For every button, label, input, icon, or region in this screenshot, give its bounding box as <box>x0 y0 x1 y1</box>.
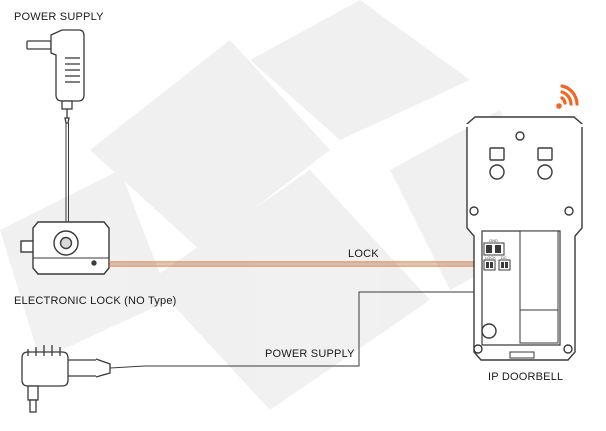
terminal-label-gnd: GND <box>489 238 498 243</box>
electronic-lock-icon <box>20 221 110 275</box>
ip-doorbell-label: IP DOORBELL <box>488 371 564 383</box>
terminal-labels: GND LOCK DC <box>485 238 507 260</box>
power-cable-top <box>65 123 69 225</box>
terminal-label-dc: DC <box>501 255 507 260</box>
power-supply-bottom-label: POWER SUPPLY <box>265 348 355 360</box>
power-adapter-top-icon <box>26 29 85 124</box>
wifi-icon <box>556 84 579 109</box>
electronic-lock-label: ELECTRONIC LOCK (NO Type) <box>14 295 177 307</box>
power-adapter-bottom-icon <box>21 345 111 413</box>
lock-wire <box>109 261 505 267</box>
power-supply-top-label: POWER SUPPLY <box>14 11 104 23</box>
lock-wire-label: LOCK <box>348 248 379 260</box>
terminal-label-lock: LOCK <box>485 255 496 260</box>
doorbell-icon <box>466 116 583 361</box>
